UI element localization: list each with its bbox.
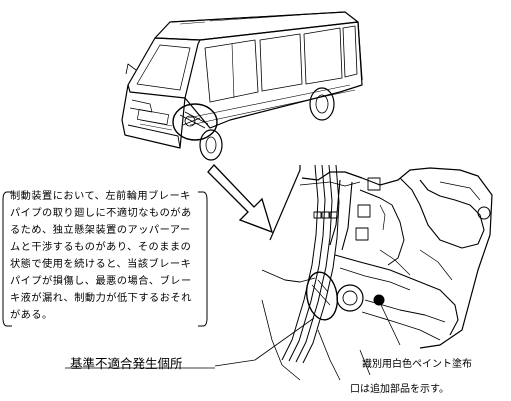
defect-location-label: 基準不適合発生個所 bbox=[70, 356, 183, 371]
recall-description: 制動装置において、左前輪用ブレーキ パイプの取り廻しに不適切なものがあ るため、… bbox=[2, 190, 202, 330]
note-line: 制動装置において、左前輪用ブレーキ bbox=[10, 191, 191, 202]
paint-mark-dot bbox=[373, 294, 385, 306]
defect-circle bbox=[305, 271, 339, 321]
paint-marking-label: 識別用白色ペイント塗布 bbox=[362, 359, 472, 370]
bus-illustration bbox=[121, 11, 363, 161]
note-line: パイプが損傷し、最悪の場合、ブレー bbox=[10, 276, 192, 287]
note-line: るため、独立懸架装置のアッパーアー bbox=[10, 225, 191, 236]
note-line: 状態で使用を続けると、当該ブレーキ bbox=[10, 259, 192, 270]
note-line: ムと干渉するものがあり、そのままの bbox=[10, 242, 192, 253]
detail-illustration bbox=[65, 164, 493, 381]
callout-arrow bbox=[207, 164, 274, 234]
added-parts-note: 口は追加部品を示す。 bbox=[350, 384, 449, 395]
note-line: パイプの取り廻しに不適切なものがあ bbox=[10, 208, 192, 219]
note-line: がある。 bbox=[10, 310, 53, 321]
note-line: キ液が漏れ、制動力が低下するおそれ bbox=[10, 293, 192, 304]
brake-pipes bbox=[281, 164, 340, 364]
note-bracket bbox=[2, 191, 208, 327]
